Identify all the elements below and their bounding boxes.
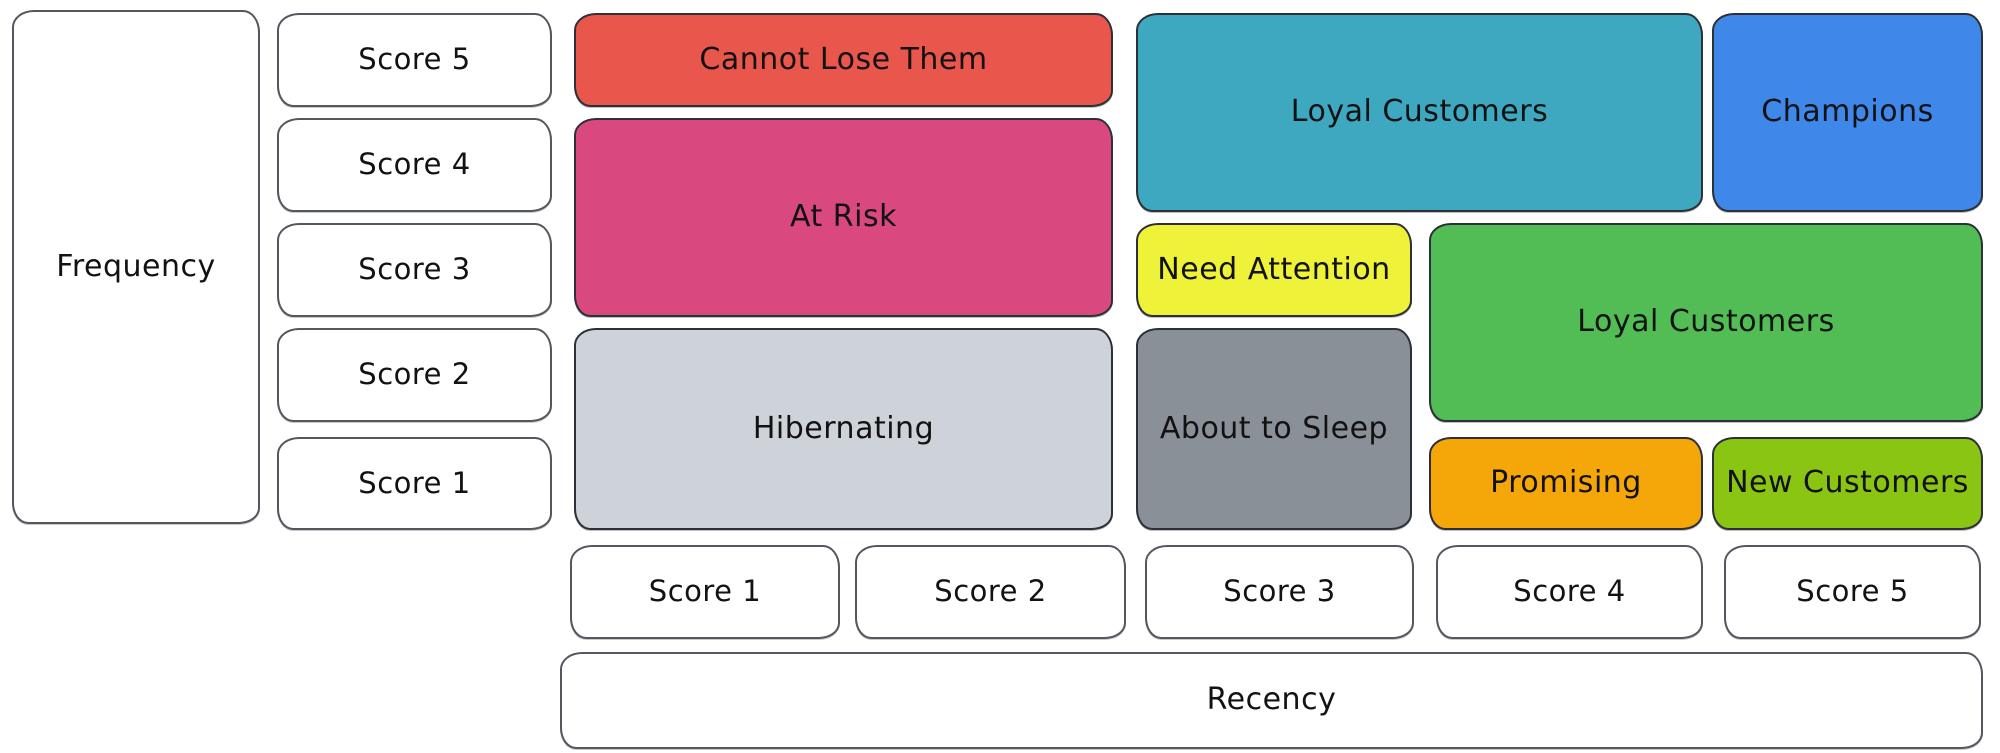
recency-score-2: Score 2 [855, 545, 1126, 639]
segment-cannot-lose-them: Cannot Lose Them [574, 13, 1113, 107]
segment-hibernating: Hibernating [574, 328, 1113, 530]
segment-cannot-lose-them-label: Cannot Lose Them [699, 41, 988, 77]
frequency-score-4: Score 4 [277, 118, 552, 212]
recency-score-4: Score 4 [1436, 545, 1703, 639]
segment-promising-label: Promising [1490, 465, 1642, 501]
frequency-axis-label: Frequency [56, 248, 216, 284]
frequency-score-2: Score 2 [277, 328, 552, 422]
frequency-score-5: Score 5 [277, 13, 552, 107]
frequency-score-1: Score 1 [277, 437, 552, 530]
recency-axis-label: Recency [1206, 682, 1337, 718]
frequency-axis-box: Frequency [12, 10, 260, 524]
recency-axis-box: Recency [560, 652, 1983, 749]
segment-loyal-customers-lower-label: Loyal Customers [1577, 304, 1835, 340]
segment-promising: Promising [1429, 437, 1703, 530]
segment-loyal-customers-upper: Loyal Customers [1136, 13, 1703, 212]
segment-loyal-customers-lower: Loyal Customers [1429, 223, 1983, 422]
frequency-score-2-label: Score 2 [358, 357, 471, 392]
segment-at-risk: At Risk [574, 118, 1113, 317]
frequency-score-3-label: Score 3 [358, 252, 471, 287]
segment-at-risk-label: At Risk [790, 199, 897, 235]
segment-hibernating-label: Hibernating [752, 410, 935, 446]
segment-new-customers-label: New Customers [1726, 465, 1969, 501]
recency-score-5: Score 5 [1724, 545, 1981, 639]
frequency-score-4-label: Score 4 [358, 147, 471, 182]
segment-champions: Champions [1712, 13, 1983, 212]
recency-score-3-label: Score 3 [1223, 574, 1336, 609]
recency-score-5-label: Score 5 [1796, 574, 1909, 609]
recency-score-4-label: Score 4 [1513, 574, 1626, 609]
recency-score-1: Score 1 [570, 545, 840, 639]
segment-about-to-sleep-label: About to Sleep [1159, 410, 1389, 446]
recency-score-1-label: Score 1 [648, 574, 762, 609]
segment-new-customers: New Customers [1712, 437, 1983, 530]
segment-need-attention-label: Need Attention [1157, 251, 1391, 287]
frequency-score-3: Score 3 [277, 223, 552, 317]
segment-champions-label: Champions [1761, 94, 1934, 130]
segment-about-to-sleep: About to Sleep [1136, 328, 1412, 530]
segment-loyal-customers-upper-label: Loyal Customers [1290, 94, 1549, 130]
frequency-score-5-label: Score 5 [358, 42, 471, 77]
frequency-score-1-label: Score 1 [358, 465, 471, 500]
recency-score-2-label: Score 2 [934, 574, 1047, 609]
segment-need-attention: Need Attention [1136, 223, 1412, 317]
recency-score-3: Score 3 [1145, 545, 1414, 639]
